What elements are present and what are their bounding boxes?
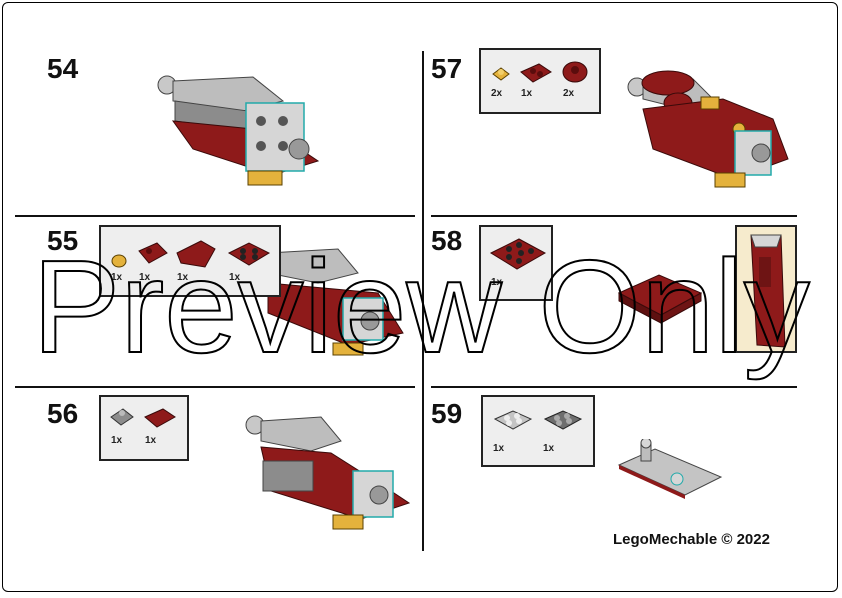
part-qty: 1x — [493, 443, 505, 454]
part-qty: 2x — [491, 88, 503, 99]
part-qty: 1x — [491, 277, 503, 288]
step-number-58: 58 — [431, 225, 463, 256]
part-qty: 1x — [111, 272, 123, 283]
vertical-divider — [422, 51, 424, 551]
light-gray-2x2-plate-icon — [493, 410, 533, 430]
parts-callout-56: 1x 1x — [99, 395, 189, 461]
model-step-59-icon — [617, 439, 723, 499]
model-step-54-icon — [157, 75, 320, 186]
step-number-59: 59 — [431, 398, 463, 429]
copyright-text: LegoMechable © 2022 — [613, 531, 770, 548]
instruction-page: 54 55 1x 1x 1x 1x 56 1x 1x — [2, 2, 838, 592]
dark-red-1x2-plate-icon — [520, 63, 552, 83]
dark-red-1x2-plate-icon — [138, 242, 168, 264]
dark-red-round-plate-icon — [562, 61, 588, 83]
dark-red-2x2-plate-icon — [227, 242, 271, 266]
parts-callout-59: 1x 1x — [481, 395, 595, 467]
part-qty: 1x — [145, 435, 157, 446]
detail-view-icon — [750, 234, 786, 348]
part-qty: 1x — [521, 88, 533, 99]
divider-54-55 — [15, 215, 415, 217]
part-qty: 1x — [139, 272, 151, 283]
model-step-56-icon — [245, 415, 411, 530]
parts-callout-57: 2x 1x 2x — [479, 48, 601, 114]
parts-callout-58: 1x — [479, 225, 553, 301]
part-qty: 2x — [563, 88, 575, 99]
step-number-57: 57 — [431, 53, 463, 84]
dark-red-wedge-plate-icon — [176, 240, 216, 268]
model-step-57-icon — [627, 70, 789, 188]
part-qty: 1x — [543, 443, 555, 454]
dark-gray-2x2-plate-icon — [543, 410, 583, 430]
gray-clip-plate-icon — [110, 408, 134, 426]
divider-58-59 — [431, 386, 797, 388]
part-qty: 1x — [177, 272, 189, 283]
step-number-56: 56 — [47, 398, 79, 429]
tan-1x1-round-icon — [492, 67, 510, 81]
dark-red-2x3-plate-icon — [489, 238, 547, 270]
divider-55-56 — [15, 386, 415, 388]
model-step-58-icon — [617, 274, 703, 324]
step-number-54: 54 — [47, 53, 79, 84]
tan-round-plate-icon — [111, 254, 127, 268]
divider-57-58 — [431, 215, 797, 217]
parts-callout-55: 1x 1x 1x 1x — [99, 225, 281, 297]
dark-red-1x2-tile-icon — [144, 408, 176, 428]
step-number-55: 55 — [47, 225, 79, 256]
detail-inset-58 — [735, 225, 797, 353]
part-qty: 1x — [111, 435, 123, 446]
model-step-55-icon — [267, 248, 404, 356]
part-qty: 1x — [229, 272, 241, 283]
